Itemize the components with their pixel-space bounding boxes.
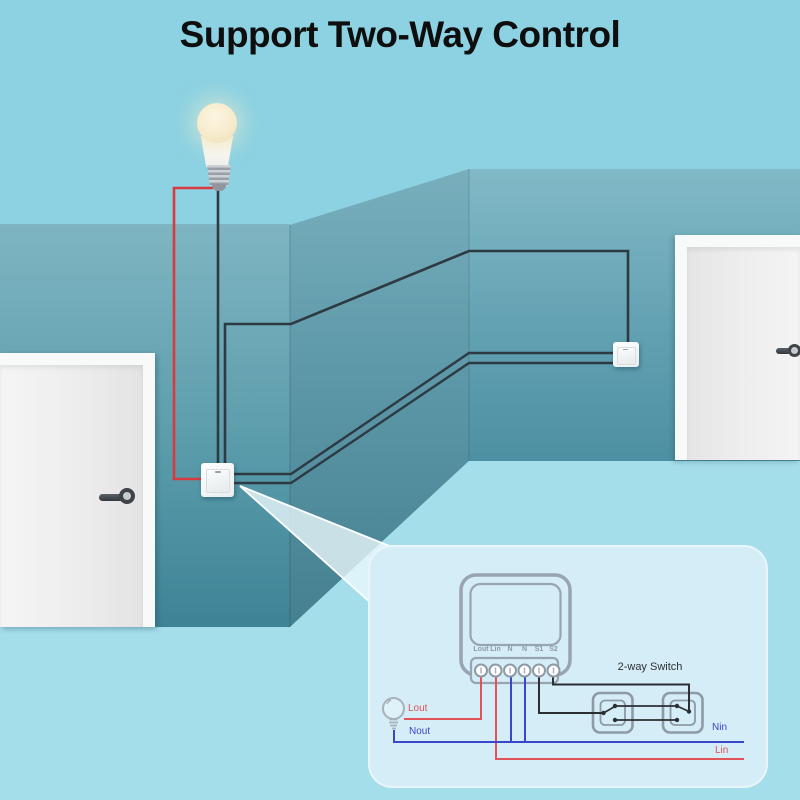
bulb-contact-tip xyxy=(212,184,226,191)
terminal-label-lout: Lout xyxy=(473,646,489,653)
page-title: Support Two-Way Control xyxy=(179,14,621,55)
left-door xyxy=(0,353,155,627)
terminal-label-lin: Lin xyxy=(490,646,501,653)
light-bulb-icon xyxy=(197,103,237,143)
wall-switch-1 xyxy=(201,463,234,497)
terminal-label-s1: S1 xyxy=(534,646,544,653)
wall-switch-2-button xyxy=(617,347,636,365)
right-door xyxy=(675,235,800,460)
wall-switch-2-indicator xyxy=(623,348,628,350)
wall-switch-1-button xyxy=(206,469,230,493)
nin-label: Nin xyxy=(712,722,728,733)
right-door-handle xyxy=(776,348,791,354)
lout-label: Lout xyxy=(408,703,428,714)
terminal-label-n2: N xyxy=(521,646,528,653)
terminal-label-s2: S2 xyxy=(549,646,558,653)
nout-label: Nout xyxy=(409,726,431,737)
bulb-screw-base xyxy=(207,165,231,186)
wall-switch-1-indicator xyxy=(215,471,221,473)
right-door-knob-icon xyxy=(788,344,800,357)
two-way-switch-label: 2-way Switch xyxy=(617,661,683,673)
lin-label: Lin xyxy=(715,745,729,756)
wall-switch-2 xyxy=(613,342,639,367)
left-door-handle xyxy=(99,494,124,501)
terminal-label-n1: N xyxy=(507,646,513,653)
left-door-knob-icon xyxy=(119,488,135,504)
